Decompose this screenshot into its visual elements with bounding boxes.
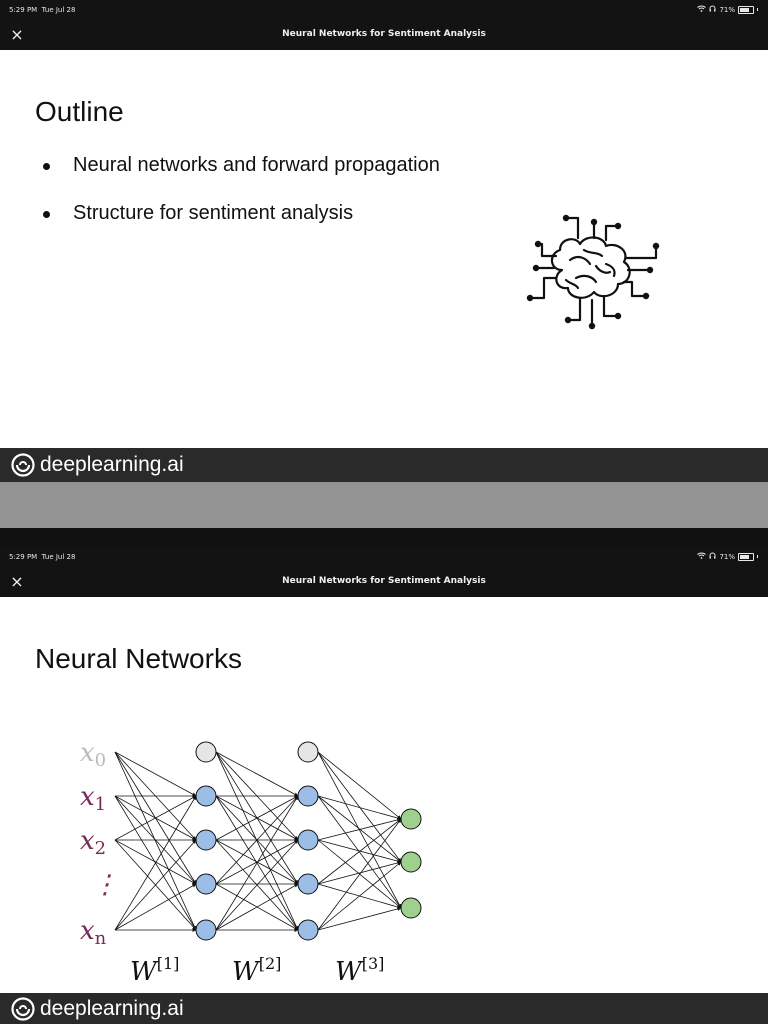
close-button[interactable]: × [6, 570, 28, 594]
connection-edge [114, 883, 197, 931]
connection-edge [215, 795, 299, 841]
battery-icon [738, 552, 754, 561]
close-icon: × [10, 572, 24, 591]
connection-edge [215, 839, 299, 931]
slide-outline: Outline Neural networks and forward prop… [0, 50, 768, 448]
wifi-icon [697, 552, 707, 561]
hidden-node [195, 873, 217, 895]
bias-node [195, 741, 217, 763]
video-letterbox [0, 482, 768, 528]
connection-edge [114, 839, 197, 885]
connection-edge [317, 795, 402, 820]
connection-edge [317, 818, 402, 885]
slide-title: Outline [35, 96, 124, 127]
screenshot-divider [0, 528, 768, 547]
connection-edge [114, 751, 197, 931]
hidden-node [195, 919, 217, 941]
connection-edge [317, 861, 402, 931]
connection-edge [317, 860, 402, 885]
deeplearning-logo-icon [11, 453, 35, 477]
hidden-node [195, 829, 217, 851]
deeplearning-logo-icon [11, 996, 35, 1021]
status-time: 5:29 PM Tue Jul 28 [9, 6, 76, 14]
headphones-icon [709, 5, 716, 14]
battery-nub [757, 8, 758, 11]
output-node [400, 808, 422, 830]
input-label: x2 [80, 826, 106, 859]
connection-edge [114, 751, 197, 797]
status-bar: 5:29 PM Tue Jul 28 71% [0, 0, 768, 20]
connection-edge [114, 839, 197, 931]
connection-edge [317, 795, 402, 863]
connection-edge [114, 795, 197, 841]
close-button[interactable]: × [6, 23, 28, 47]
hidden-node [297, 919, 319, 941]
connection-edge [317, 906, 402, 931]
output-node [400, 851, 422, 873]
status-indicators: 71% [697, 552, 758, 561]
slide-footer: deeplearning.ai [0, 993, 768, 1024]
connection-edge [215, 795, 299, 885]
brand-name: deeplearning.ai [40, 453, 184, 476]
bullet-list: Neural networks and forward propagation … [43, 154, 440, 250]
video-title: Neural Networks for Sentiment Analysis [282, 576, 486, 586]
hidden-node [297, 873, 319, 895]
connection-edge [215, 751, 299, 931]
connection-edge [215, 795, 299, 931]
connection-edge [114, 795, 197, 931]
brand-name: deeplearning.ai [40, 996, 184, 1020]
weight-label: W[3] [335, 954, 384, 987]
bullet-dot [43, 163, 50, 170]
battery-percent: 71% [719, 552, 735, 561]
battery-nub [757, 555, 758, 558]
connection-edge [317, 751, 402, 820]
headphones-icon [709, 552, 716, 561]
video-panel-2: 5:29 PM Tue Jul 28 71% × Neural Networks… [0, 547, 768, 1024]
battery-percent: 71% [719, 5, 735, 14]
bullet-dot [43, 211, 50, 218]
connection-edge [317, 751, 402, 909]
wifi-icon [697, 5, 707, 14]
connection-edge [317, 751, 402, 863]
video-title: Neural Networks for Sentiment Analysis [282, 29, 486, 39]
bias-node [297, 741, 319, 763]
bullet-item: Neural networks and forward propagation [43, 154, 440, 202]
video-panel-1: 5:29 PM Tue Jul 28 71% × Neural Networks… [0, 0, 768, 528]
status-indicators: 71% [697, 5, 758, 14]
connection-edge [317, 817, 402, 841]
bullet-item: Structure for sentiment analysis [43, 202, 440, 250]
hidden-node [297, 785, 319, 807]
input-label: x1 [80, 782, 106, 815]
video-title-bar: × Neural Networks for Sentiment Analysis [0, 567, 768, 597]
video-title-bar: × Neural Networks for Sentiment Analysis [0, 20, 768, 50]
connection-edge [215, 751, 299, 797]
neural-network-diagram: x0 x1 x2 ⋮ xnW[1] W[2] W[3] [80, 738, 422, 987]
output-node [400, 897, 422, 919]
status-time: 5:29 PM Tue Jul 28 [9, 553, 76, 561]
slide-footer: deeplearning.ai [0, 448, 768, 482]
close-icon: × [10, 25, 24, 44]
input-label: xn [80, 916, 107, 949]
connection-edge [317, 818, 402, 931]
connection-edge [215, 839, 299, 885]
battery-icon [738, 5, 754, 14]
input-label: x0 [80, 738, 106, 771]
weight-label: W[1] [130, 954, 179, 987]
hidden-node [297, 829, 319, 851]
input-ellipsis: ⋮ [92, 870, 118, 900]
status-bar: 5:29 PM Tue Jul 28 71% [0, 547, 768, 567]
connection-edge [215, 883, 299, 931]
brain-circuit-icon [526, 214, 660, 330]
hidden-node [195, 785, 217, 807]
slide-title: Neural Networks [35, 643, 242, 674]
weight-label: W[2] [232, 954, 281, 987]
